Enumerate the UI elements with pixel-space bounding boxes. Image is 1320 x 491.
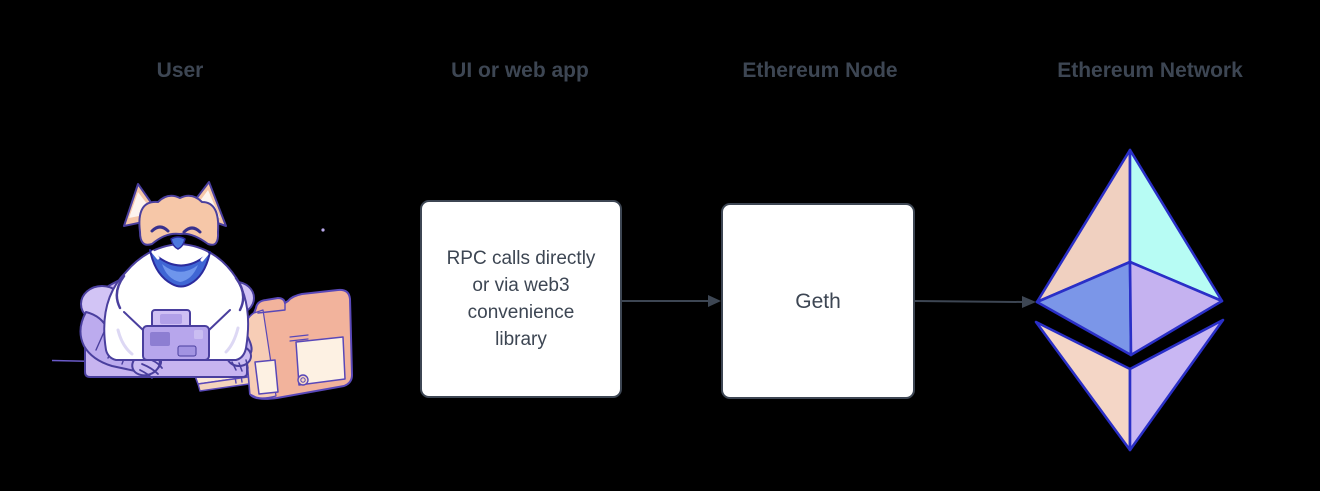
column-label-ui: UI or web app	[451, 59, 589, 82]
ethereum-logo	[1034, 148, 1225, 452]
column-label-ethereum-node: Ethereum Node	[742, 59, 898, 82]
geth-box: Geth	[721, 203, 915, 399]
column-label-ethereum-network: Ethereum Network	[1057, 59, 1243, 82]
sparkle-dot	[321, 228, 325, 232]
doge-mouth	[149, 249, 211, 288]
column-label-user: User	[156, 59, 204, 82]
chest-pack	[123, 309, 231, 361]
doge-face	[103, 243, 250, 361]
rpc-box-line: library	[495, 329, 547, 350]
arrow-rpc-to-geth	[622, 295, 721, 307]
arrow-geth-to-network	[914, 296, 1036, 308]
doge-astronaut	[79, 181, 255, 379]
doge-nose	[170, 236, 186, 250]
geth-box-text: Geth	[795, 289, 841, 313]
doge-eyes	[150, 225, 202, 234]
eth-face-bottom-right	[1128, 318, 1225, 452]
doge-astronaut-at-retro-computer-illustration	[51, 181, 353, 400]
rpc-box-line: RPC calls directly	[446, 248, 596, 269]
eth-face-mid-right	[1128, 260, 1224, 357]
rpc-box-line: convenience	[467, 302, 575, 323]
rpc-box-line: or via web3	[472, 275, 570, 296]
rpc-box-text: RPC calls directly or via web3 convenien…	[447, 245, 596, 353]
rpc-box: RPC calls directly or via web3 convenien…	[420, 200, 622, 398]
